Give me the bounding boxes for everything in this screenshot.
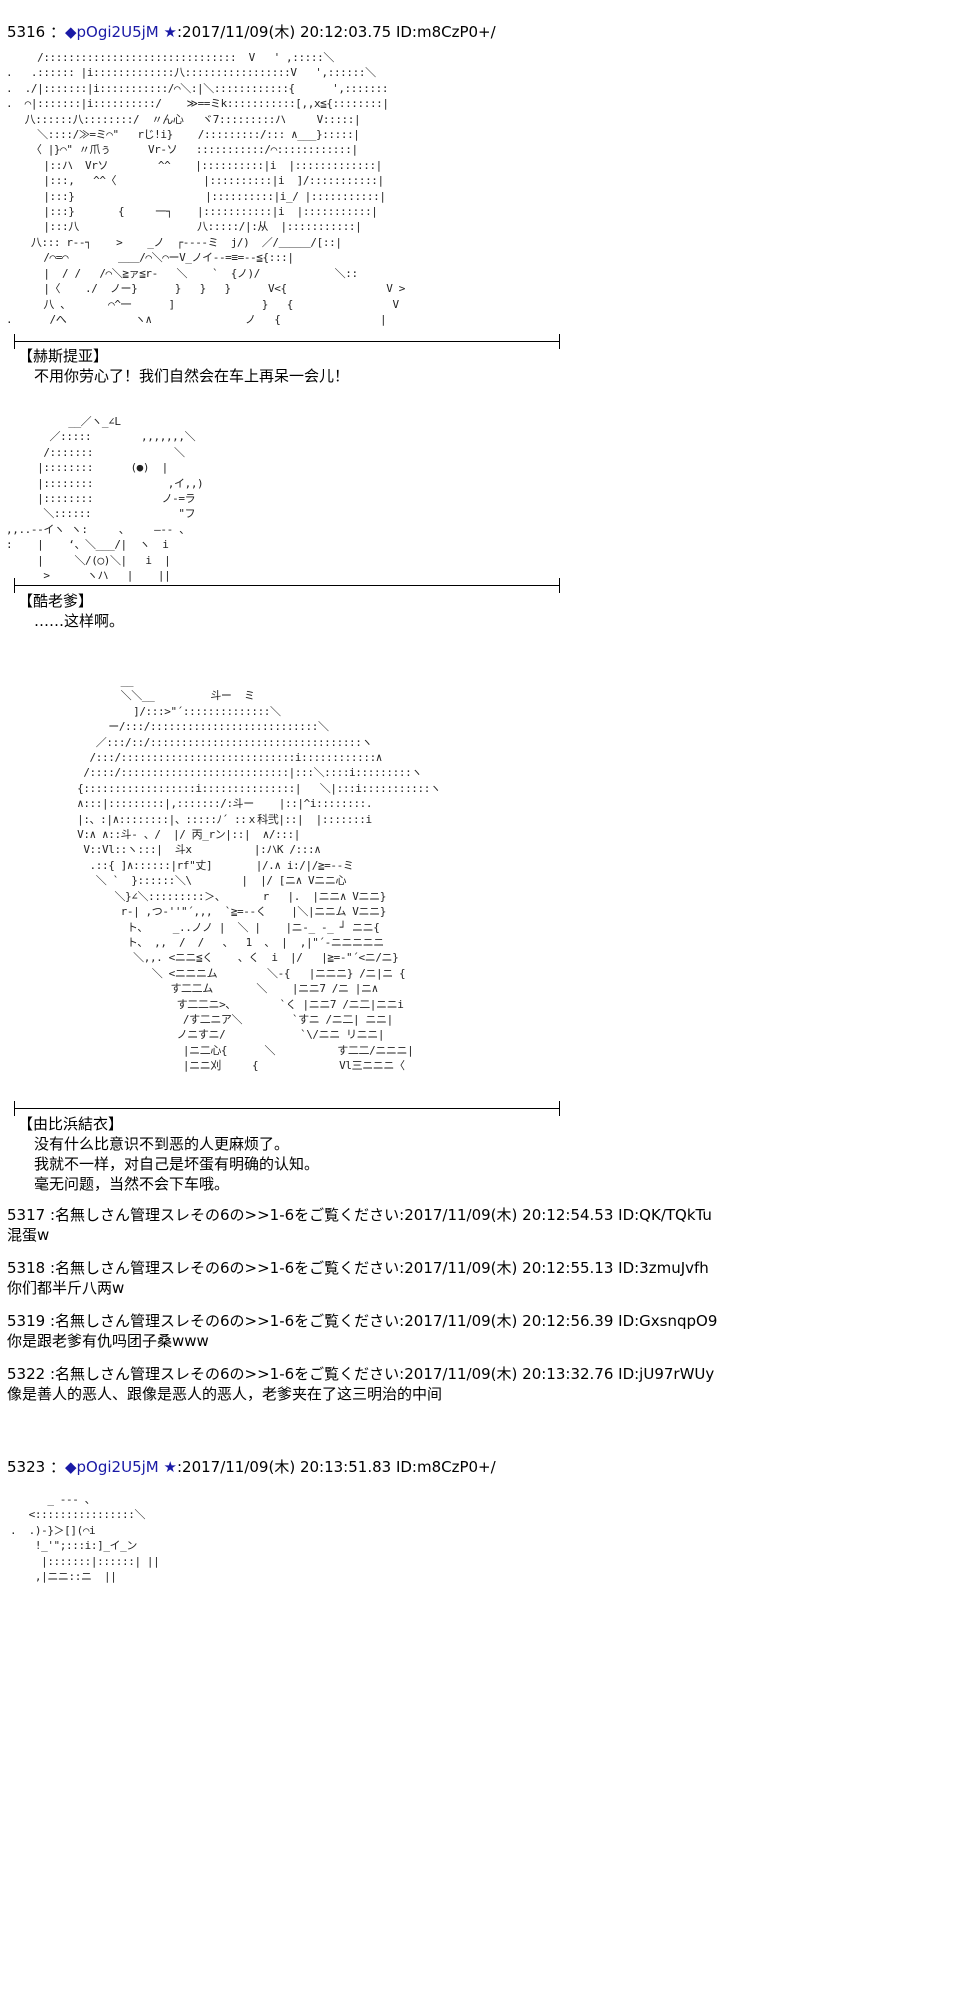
dialogue-line: 毫无问题，当然不会下车哦。 — [34, 1175, 230, 1193]
reply-header: 5322 :名無しさん管理スレその6の>>1-6をご覧ください:2017/11/… — [7, 1365, 715, 1383]
post-meta: :2017/11/09(木) 20:12:03.75 ID:m8CzP0+/ — [176, 23, 496, 41]
post-number: 5323 — [7, 1458, 46, 1476]
reply-body: 混蛋w — [7, 1226, 50, 1244]
post-meta: :2017/11/09(木) 20:13:51.83 ID:m8CzP0+/ — [176, 1458, 496, 1476]
ascii-art-hestia: /::::::::::::::::::::::::::::::: V ' ,::… — [6, 51, 405, 326]
trip-code-link[interactable]: pOgi2U5jM — [76, 23, 159, 41]
ascii-art-yui: __ ＼＼__ 斗ー ミ ]/:::>"´::::::::::::::＼ ー/:… — [77, 674, 441, 1073]
trip-diamond-icon: ◆ — [64, 23, 77, 41]
reply-body: 你们都半斤八两w — [7, 1279, 125, 1297]
section-divider — [14, 1101, 560, 1116]
speaker-name: 【酷老爹】 — [18, 592, 94, 610]
reply-header: 5317 :名無しさん管理スレその6の>>1-6をご覧ください:2017/11/… — [7, 1206, 712, 1224]
dialogue-line: 不用你劳心了！我们自然会在车上再呆一会儿！ — [34, 367, 350, 385]
star-icon: ★ — [163, 23, 177, 41]
post-number: 5316 — [7, 23, 46, 41]
dialogue-line: ……这样啊。 — [34, 612, 125, 630]
section-divider — [14, 334, 560, 349]
reply-header: 5318 :名無しさん管理スレその6の>>1-6をご覧ください:2017/11/… — [7, 1259, 709, 1277]
reply-body: 像是善人的恶人、跟像是恶人的恶人，老爹夹在了这三明治的中间 — [7, 1385, 443, 1403]
star-icon: ★ — [163, 1458, 177, 1476]
dialogue-line: 我就不一样，对自己是坏蛋有明确的认知。 — [34, 1155, 320, 1173]
ascii-art-cool-dad: __／ヽ_∠L ／::::: ,,,,,,,＼ /::::::: ＼ |::::… — [6, 415, 204, 583]
post-header: 5316 ：◆pOgi2U5jM ★:2017/11/09(木) 20:12:0… — [7, 22, 496, 42]
ascii-art-character: _ -‐- 、 <::::::::::::::::＼ . .)-}＞[](⌒i … — [10, 1493, 160, 1584]
speaker-name: 【由比浜結衣】 — [18, 1115, 124, 1133]
dialogue-line: 没有什么比意识不到恶的人更麻烦了。 — [34, 1135, 290, 1153]
trip-code-link[interactable]: pOgi2U5jM — [76, 1458, 159, 1476]
reply-body: 你是跟老爹有仇吗团子桑www — [7, 1332, 209, 1350]
reply-header: 5319 :名無しさん管理スレその6の>>1-6をご覧ください:2017/11/… — [7, 1312, 718, 1330]
post-separator: ： — [49, 1458, 65, 1476]
trip-diamond-icon: ◆ — [64, 1458, 77, 1476]
post-separator: ： — [49, 23, 65, 41]
post-header: 5323 ：◆pOgi2U5jM ★:2017/11/09(木) 20:13:5… — [7, 1457, 496, 1477]
speaker-name: 【赫斯提亚】 — [18, 347, 109, 365]
section-divider — [14, 578, 560, 593]
